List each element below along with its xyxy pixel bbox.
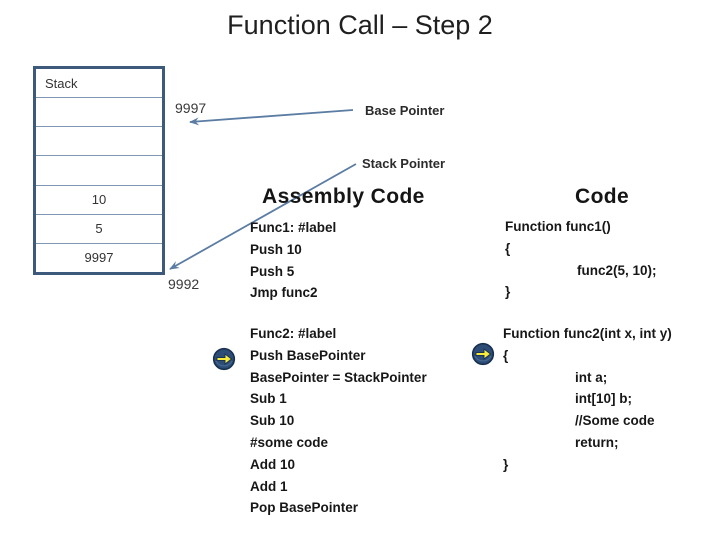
asm-line: Func2: #label <box>250 326 337 341</box>
asm-line: Push 5 <box>250 263 295 279</box>
code-line: return; <box>575 434 619 450</box>
stack-row <box>36 97 162 126</box>
code-line: { <box>505 240 511 256</box>
code-func2-block: Function func2(int x, int y) { int a; in… <box>503 323 672 476</box>
code-heading: Code <box>575 185 630 208</box>
asm-func1-block: Func1: #label Push 10 Push 5 Jmp func2 <box>250 217 336 304</box>
code-line: //Some code <box>575 413 655 429</box>
asm-line: Add 10 <box>250 456 296 472</box>
code-line: } <box>503 456 509 472</box>
stack-row: 5 <box>36 213 162 243</box>
asm-line: Jmp func2 <box>250 285 318 301</box>
stack-table: Stack 10 5 9997 <box>33 66 165 275</box>
code-line: func2(5, 10); <box>577 262 657 278</box>
asm-line: Func1: #label <box>250 220 337 235</box>
code-line: } <box>505 284 511 300</box>
code-line: Function func1() <box>505 219 611 234</box>
code-line: int a; <box>575 369 608 385</box>
asm-line: Push BasePointer <box>250 347 366 363</box>
stack-row: 10 <box>36 184 162 214</box>
top-address-label: 9997 <box>175 100 207 116</box>
bottom-address-label: 9992 <box>168 276 200 292</box>
code-line: { <box>503 347 509 363</box>
asm-line: Add 1 <box>250 478 288 494</box>
code-line: Function func2(int x, int y) <box>503 326 672 341</box>
asm-line: Push 10 <box>250 241 302 257</box>
slide-title: Function Call – Step 2 <box>227 10 493 40</box>
right-arrow-circle-icon <box>471 342 495 366</box>
base-pointer-label: Base Pointer <box>365 103 445 118</box>
code-func1-block: Function func1() { func2(5, 10); } <box>505 216 657 303</box>
asm-line: Pop BasePointer <box>250 500 359 516</box>
stack-pointer-label: Stack Pointer <box>362 156 446 171</box>
stack-row-header: Stack <box>45 75 78 91</box>
assembly-code-heading: Assembly Code <box>262 185 425 208</box>
right-arrow-circle-icon <box>212 347 236 371</box>
asm-func2-block: Func2: #label Push BasePointer BasePoint… <box>250 323 427 519</box>
stack-row <box>36 155 162 184</box>
asm-line: Sub 10 <box>250 413 295 429</box>
code-line: int[10] b; <box>575 391 632 407</box>
asm-line: BasePointer = StackPointer <box>250 369 427 385</box>
stack-row <box>36 126 162 155</box>
asm-line: #some code <box>250 434 329 450</box>
base-pointer-arrow <box>189 109 354 126</box>
stack-row: 9997 <box>36 242 162 272</box>
asm-line: Sub 1 <box>250 391 287 407</box>
